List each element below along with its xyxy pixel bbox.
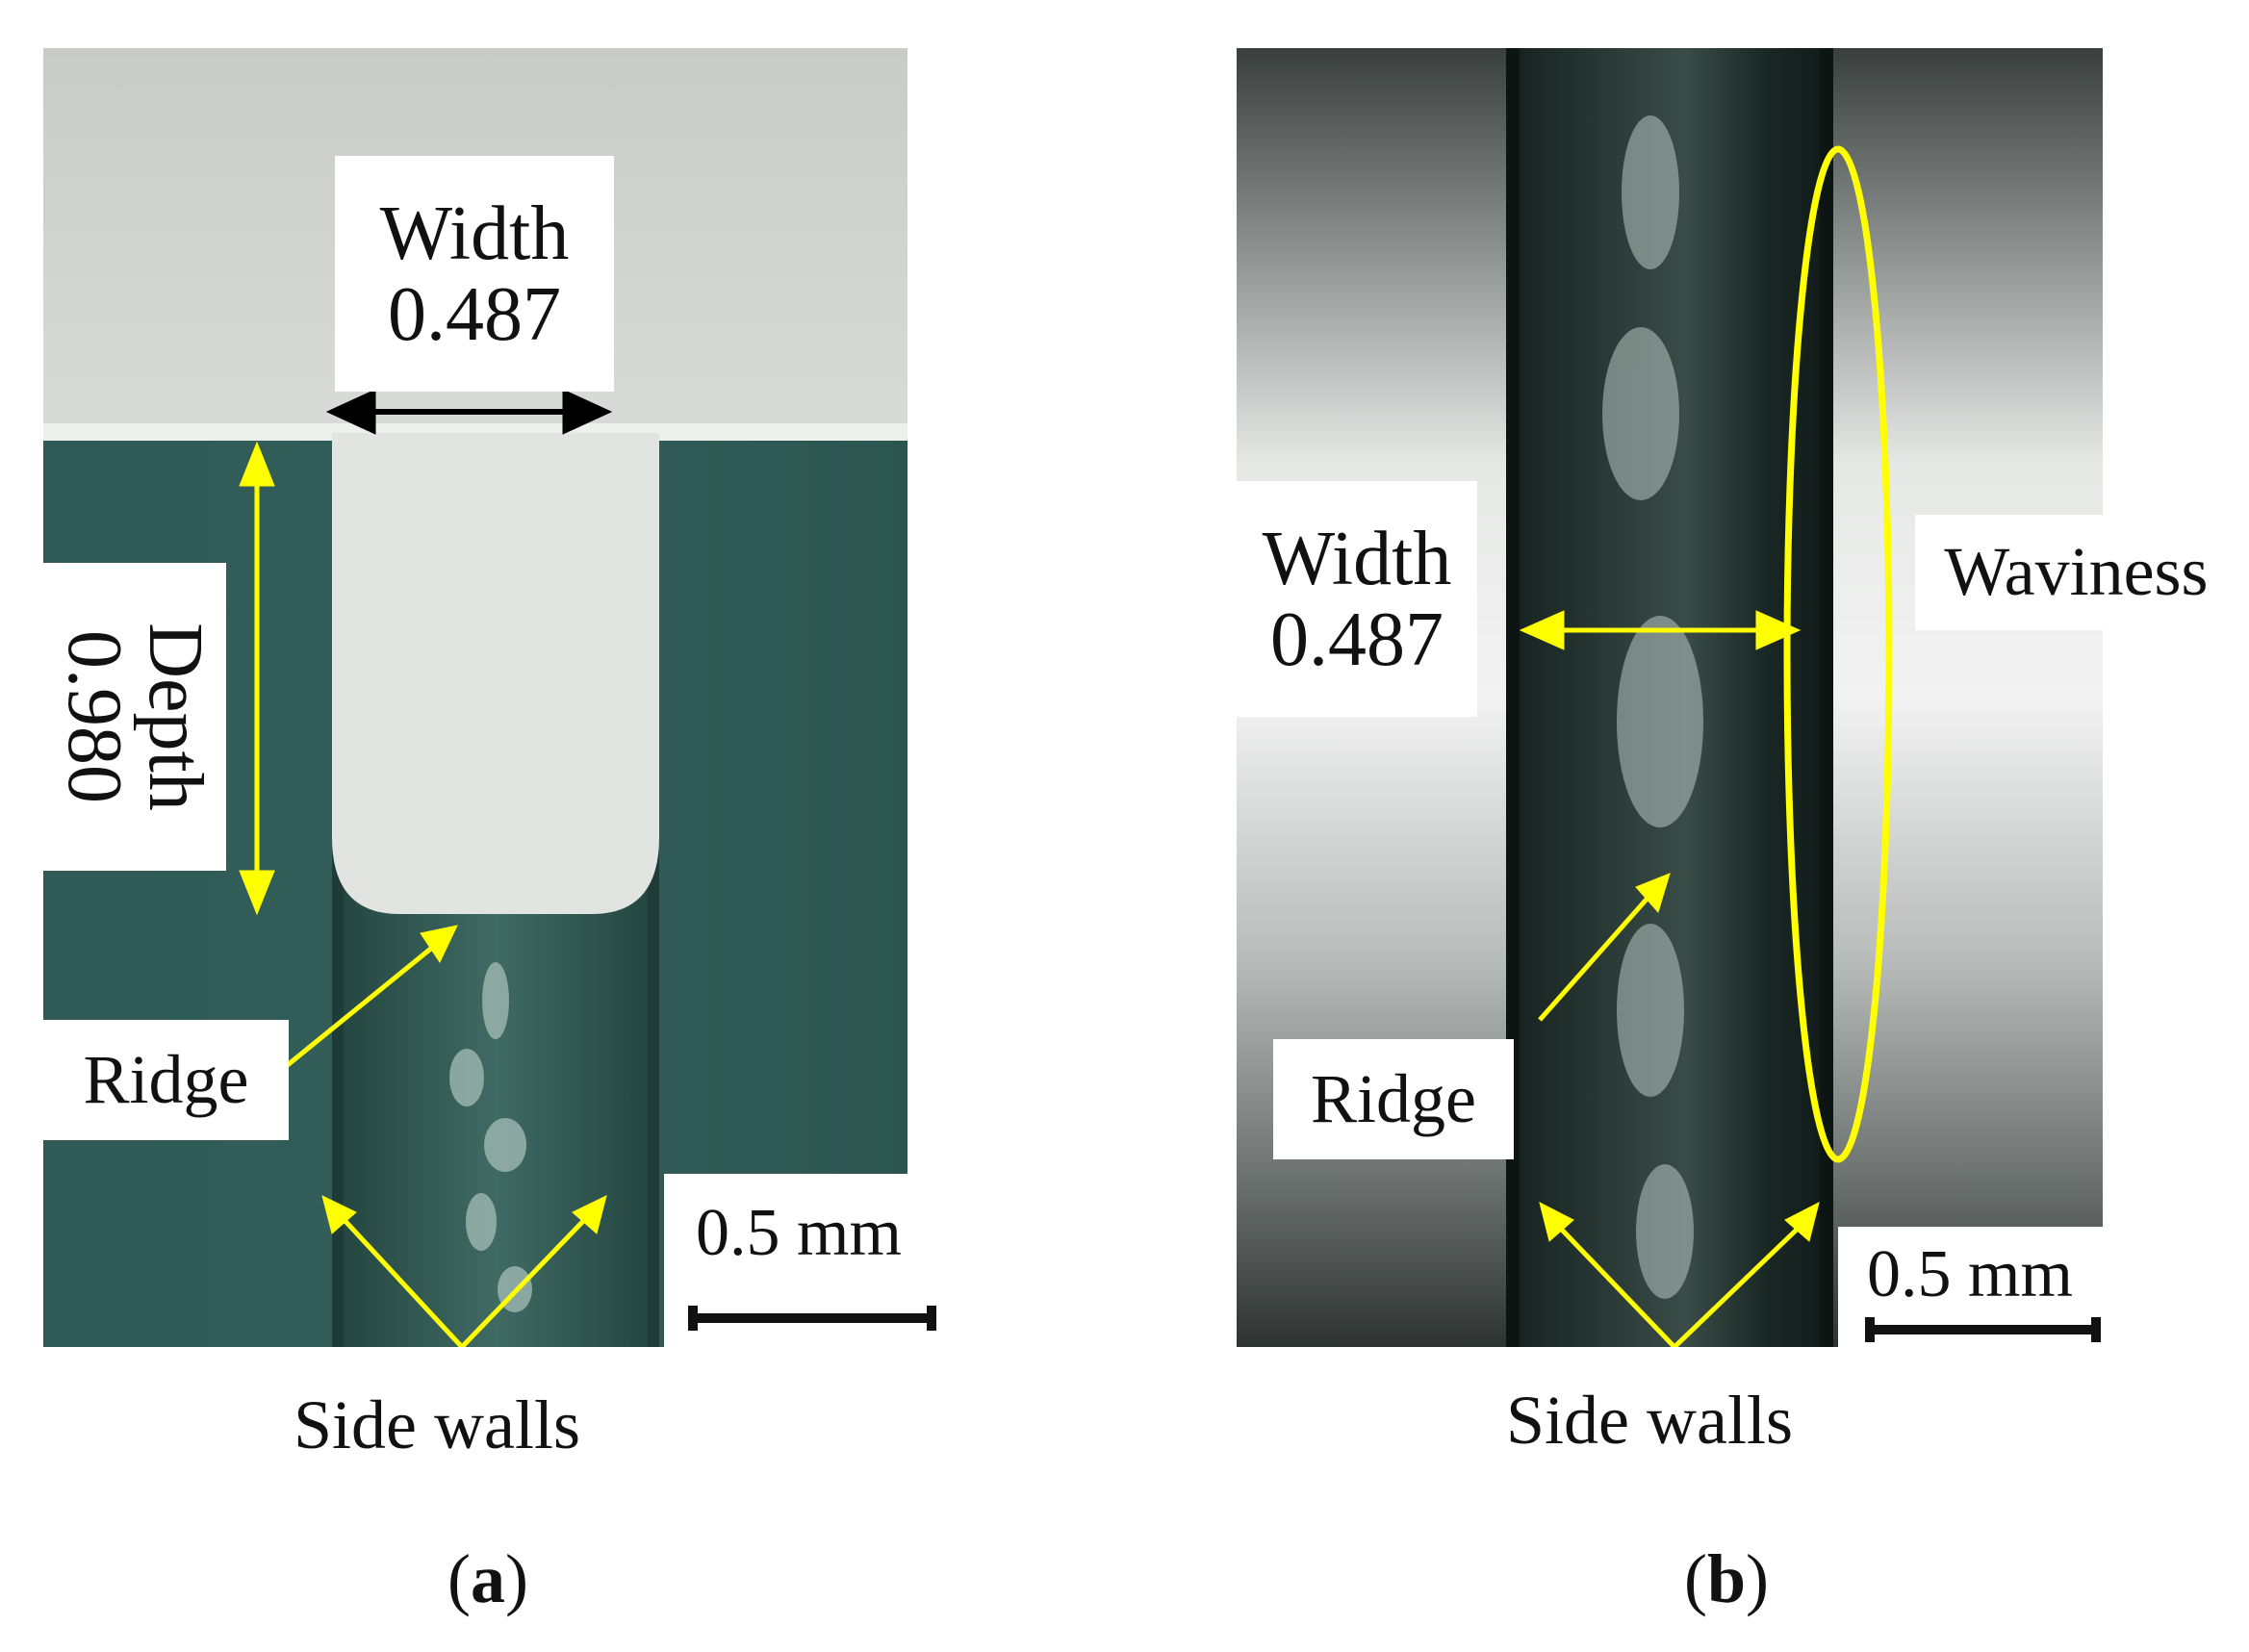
micrograph-a-image <box>43 48 907 1347</box>
width-label-text: Width <box>379 191 570 276</box>
sublabel-b-open: ( <box>1684 1540 1707 1617</box>
side-wall-arrows-b <box>1539 1202 1820 1347</box>
sublabel-a: (a) <box>447 1539 528 1619</box>
side-wall-arrows-a <box>321 1195 607 1347</box>
scale-bar-a: 0.5 mm <box>664 1174 953 1347</box>
depth-label-text: Depth <box>133 623 217 811</box>
side-wall-left-b <box>1506 48 1520 1347</box>
scale-label-a: 0.5 mm <box>696 1196 902 1270</box>
micrograph-panel-a: Width 0.487 Depth 0.980 Ridge <box>43 48 907 1347</box>
ridge-label-b-text: Ridge <box>1311 1059 1476 1137</box>
width-arrow-a <box>325 389 613 435</box>
ridge-label-a: Ridge <box>43 1020 289 1140</box>
scale-label-b: 0.5 mm <box>1867 1237 2073 1311</box>
depth-arrow <box>239 441 275 916</box>
ridge-label-text: Ridge <box>83 1040 249 1118</box>
ridge-arrow-b <box>1538 873 1671 1022</box>
sublabel-a-close: ) <box>504 1540 528 1617</box>
side-walls-caption-a: Side walls <box>294 1386 580 1463</box>
width-label-b: Width 0.487 <box>1237 481 1477 717</box>
side-wall-right-b <box>1820 48 1833 1347</box>
scale-bar-b: 0.5 mm <box>1838 1227 2103 1347</box>
waviness-label-text: Waviness <box>1944 533 2209 611</box>
ridge-label-b: Ridge <box>1273 1039 1514 1159</box>
ridge-arrow-a <box>282 925 458 1070</box>
width-value-b-text: 0.487 <box>1270 597 1444 682</box>
groove-fill <box>332 433 659 914</box>
ridge-texture <box>449 962 532 1312</box>
micrograph-panel-b: Width 0.487 Ridge 0.5 mm <box>1237 48 2103 1347</box>
sublabel-b-close: ) <box>1746 1540 1770 1617</box>
width-arrow-b <box>1519 610 1802 650</box>
ridge-texture-b <box>1602 115 1703 1299</box>
scale-bar-line-a <box>688 1306 936 1331</box>
width-label-a: Width 0.487 <box>335 156 614 392</box>
sublabel-b: (b) <box>1684 1539 1769 1619</box>
waviness-ellipse <box>1783 145 1893 1163</box>
surface-edge <box>43 423 907 441</box>
sublabel-b-letter: b <box>1706 1540 1747 1617</box>
width-label-b-text: Width <box>1262 516 1452 601</box>
scale-bar-line-b <box>1865 1317 2101 1342</box>
waviness-label: Waviness <box>1915 515 2237 630</box>
depth-value-text: 0.980 <box>52 629 137 803</box>
depth-label: Depth 0.980 <box>43 563 226 871</box>
width-value-text: 0.487 <box>388 271 561 357</box>
sublabel-a-open: ( <box>447 1540 471 1617</box>
sublabel-a-letter: a <box>470 1540 505 1617</box>
side-walls-caption-b: Side walls <box>1506 1382 1793 1459</box>
